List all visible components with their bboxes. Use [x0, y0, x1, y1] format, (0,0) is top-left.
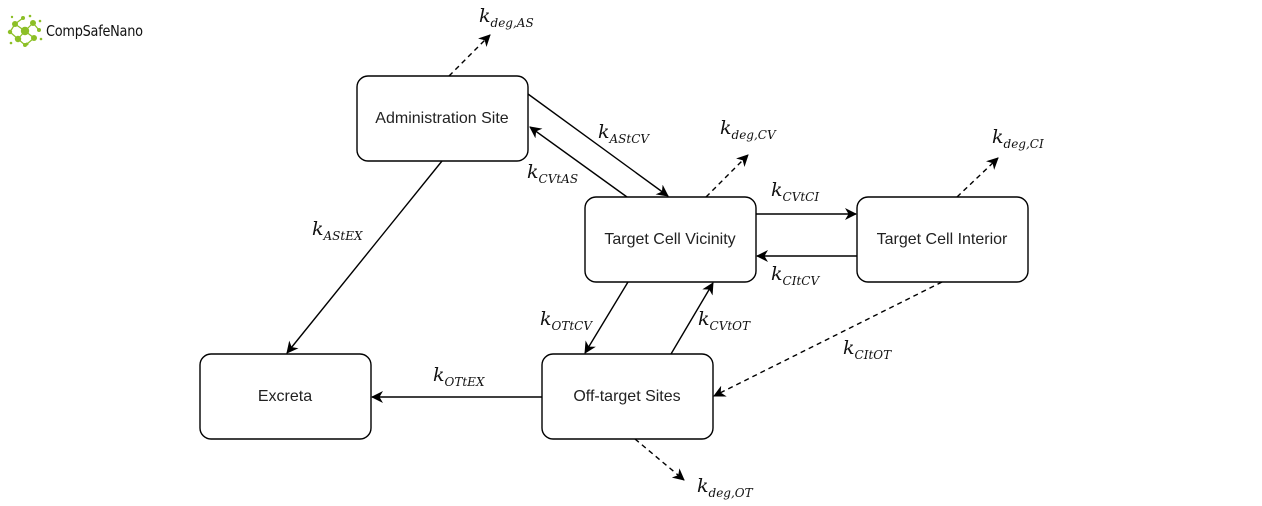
node-label: Off-target Sites: [573, 388, 680, 405]
rate-label-AStEX: kAStEX: [312, 218, 363, 243]
node-label: Administration Site: [375, 110, 508, 127]
rate-label-CVtOT: kCVtOT: [698, 308, 751, 333]
edge-AStCV: [527, 93, 669, 197]
node-label: Target Cell Vicinity: [604, 231, 735, 248]
rate-label-CVtCI: kCVtCI: [771, 179, 819, 204]
node-administration-site: Administration Site: [356, 75, 529, 162]
logo: CompSafeNano: [6, 12, 159, 50]
edge-CVtOT: [584, 281, 629, 354]
rate-label-OTtCV: kOTtCV: [540, 308, 593, 333]
rate-label-CVtAS: kCVtAS: [527, 161, 578, 186]
logo-text: CompSafeNano: [46, 22, 143, 40]
rate-label-OTtEX: kOTtEX: [433, 364, 485, 389]
rate-label-CItCV: kCItCV: [771, 263, 820, 288]
rate-label-AStCV: kAStCV: [598, 121, 650, 146]
node-target-cell-interior: Target Cell Interior: [856, 196, 1029, 283]
node-excreta: Excreta: [199, 353, 372, 440]
rate-label-degCI: kdeg,CI: [992, 126, 1044, 151]
edge-CVtAS: [529, 126, 628, 198]
node-label: Excreta: [258, 388, 312, 405]
rate-label-degCV: kdeg,CV: [720, 117, 777, 142]
edge-degCV: [705, 154, 749, 198]
edge-degAS: [448, 34, 491, 77]
node-label: Target Cell Interior: [877, 231, 1008, 248]
edge-degCI: [956, 157, 999, 198]
rate-label-degAS: kdeg,AS: [479, 5, 534, 30]
edge-OTtCV: [670, 282, 714, 355]
rate-label-CItOT: kCItOT: [843, 337, 892, 362]
node-off-target-sites: Off-target Sites: [541, 353, 714, 440]
rate-label-degOT: kdeg,OT: [697, 475, 754, 500]
edge-CItOT: [713, 281, 943, 397]
node-target-cell-vicinity: Target Cell Vicinity: [584, 196, 757, 283]
network-molecule-icon: [7, 14, 43, 47]
edge-AStEX: [286, 160, 443, 354]
edge-degOT: [634, 438, 685, 481]
